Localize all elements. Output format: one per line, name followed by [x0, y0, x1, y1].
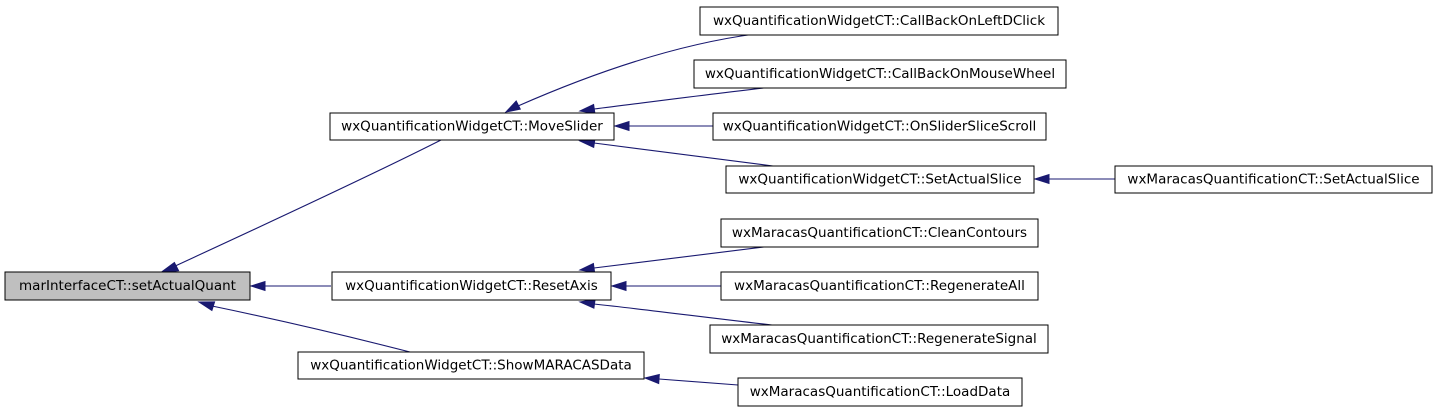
edge-callback-mouse-wheel-to-move-slider [578, 86, 773, 115]
edge-regenerate-signal-to-reset-axis [578, 298, 773, 326]
node-show-maracas-data[interactable]: wxQuantificationWidgetCT::ShowMARACASDat… [297, 351, 645, 380]
edge-maracas-set-actual-slice-to-widget-set-actual-slice [1033, 173, 1115, 185]
edge-load-data-to-show-maracas-data [643, 373, 739, 386]
node-clean-contours[interactable]: wxMaracasQuantificationCT::CleanContours [720, 218, 1039, 248]
node-label: wxQuantificationWidgetCT::CallBackOnLeft… [713, 13, 1045, 29]
node-label: wxQuantificationWidgetCT::ShowMARACASDat… [310, 358, 632, 374]
edge-show-maracas-data-to-set-actual-quant [197, 301, 411, 353]
node-callback-left-dclick[interactable]: wxQuantificationWidgetCT::CallBackOnLeft… [699, 6, 1059, 36]
node-callback-mouse-wheel[interactable]: wxQuantificationWidgetCT::CallBackOnMous… [693, 59, 1067, 89]
node-label: wxMaracasQuantificationCT::CleanContours [732, 225, 1027, 241]
edge-widget-set-actual-slice-to-move-slider [578, 137, 774, 167]
edge-callback-left-dclick-to-move-slider [504, 33, 756, 113]
node-reset-axis[interactable]: wxQuantificationWidgetCT::ResetAxis [331, 271, 612, 301]
node-regenerate-signal[interactable]: wxMaracasQuantificationCT::RegenerateSig… [709, 324, 1049, 354]
edge-reset-axis-to-set-actual-quant [249, 280, 331, 292]
node-load-data[interactable]: wxMaracasQuantificationCT::LoadData [737, 377, 1023, 407]
edge-on-slider-slice-scroll-to-move-slider [613, 120, 713, 132]
edge-move-slider-to-set-actual-quant [159, 139, 442, 274]
node-regenerate-all[interactable]: wxMaracasQuantificationCT::RegenerateAll [720, 271, 1039, 301]
node-on-slider-slice-scroll[interactable]: wxQuantificationWidgetCT::OnSliderSliceS… [712, 112, 1047, 141]
node-label: wxQuantificationWidgetCT::ResetAxis [345, 278, 598, 294]
node-maracas-set-actual-slice[interactable]: wxMaracasQuantificationCT::SetActualSlic… [1114, 165, 1433, 194]
node-label: wxQuantificationWidgetCT::MoveSlider [341, 119, 603, 135]
node-label: marInterfaceCT::setActualQuant [19, 278, 236, 294]
node-move-slider[interactable]: wxQuantificationWidgetCT::MoveSlider [329, 112, 615, 141]
node-root-set-actual-quant[interactable]: marInterfaceCT::setActualQuant [4, 271, 251, 301]
node-label: wxQuantificationWidgetCT::SetActualSlice [738, 172, 1021, 188]
node-label: wxMaracasQuantificationCT::RegenerateSig… [721, 331, 1037, 347]
edge-regenerate-all-to-reset-axis [610, 280, 721, 292]
node-label: wxQuantificationWidgetCT::CallBackOnMous… [705, 66, 1055, 82]
node-widget-set-actual-slice[interactable]: wxQuantificationWidgetCT::SetActualSlice [725, 165, 1035, 194]
node-label: wxMaracasQuantificationCT::SetActualSlic… [1127, 172, 1419, 188]
node-label: wxMaracasQuantificationCT::LoadData [750, 384, 1011, 400]
node-label: wxQuantificationWidgetCT::OnSliderSliceS… [723, 119, 1036, 135]
nodes-layer: marInterfaceCT::setActualQuant wxQuantif… [4, 6, 1433, 407]
node-label: wxMaracasQuantificationCT::RegenerateAll [734, 278, 1025, 294]
edges-layer [159, 33, 1115, 386]
edge-clean-contours-to-reset-axis [578, 245, 773, 274]
